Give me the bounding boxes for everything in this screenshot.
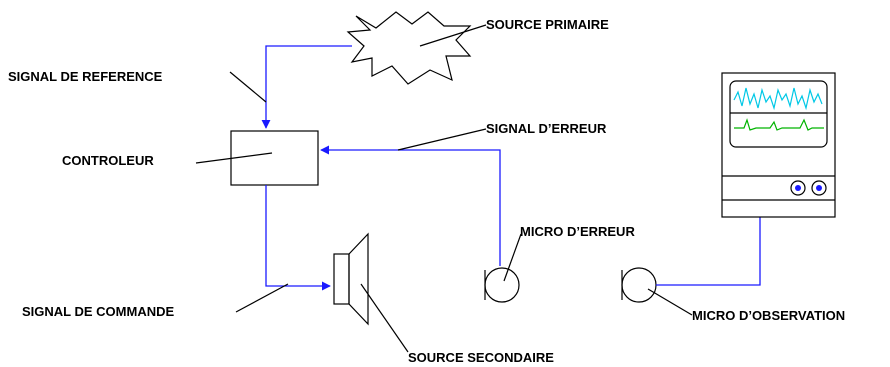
error-mic-icon [484, 267, 520, 303]
trace-bottom [734, 118, 824, 131]
loudspeaker-icon [333, 232, 369, 326]
command-signal-wire [265, 185, 331, 291]
trace-top [733, 87, 823, 111]
leader-secondary-source [360, 283, 409, 353]
label-command-signal: SIGNAL DE COMMANDE [22, 304, 174, 319]
observation-mic-icon [621, 267, 657, 303]
controller-box [230, 130, 319, 186]
leader-reference-signal [229, 71, 267, 103]
reference-signal-wire [261, 45, 352, 129]
observation-wire [656, 217, 761, 286]
label-controller: CONTROLEUR [62, 153, 154, 168]
leader-observation-mic [647, 288, 693, 316]
leader-error-signal [397, 128, 487, 151]
label-observation-mic: MICRO D’OBSERVATION [692, 308, 845, 323]
leader-error-mic [503, 233, 522, 282]
label-error-signal: SIGNAL D’ERREUR [486, 121, 607, 136]
leader-primary-source [419, 24, 487, 47]
label-primary-source: SOURCE PRIMAIRE [486, 17, 609, 32]
label-secondary-source: SOURCE SECONDAIRE [408, 350, 554, 365]
leader-command-signal [235, 283, 289, 313]
primary-source-star [346, 11, 472, 85]
label-error-mic: MICRO D’ERREUR [520, 224, 635, 239]
monitor-icon [721, 72, 836, 218]
label-reference-signal: SIGNAL DE REFERENCE [8, 69, 163, 84]
error-signal-wire [320, 145, 501, 266]
leader-controller [195, 152, 273, 164]
